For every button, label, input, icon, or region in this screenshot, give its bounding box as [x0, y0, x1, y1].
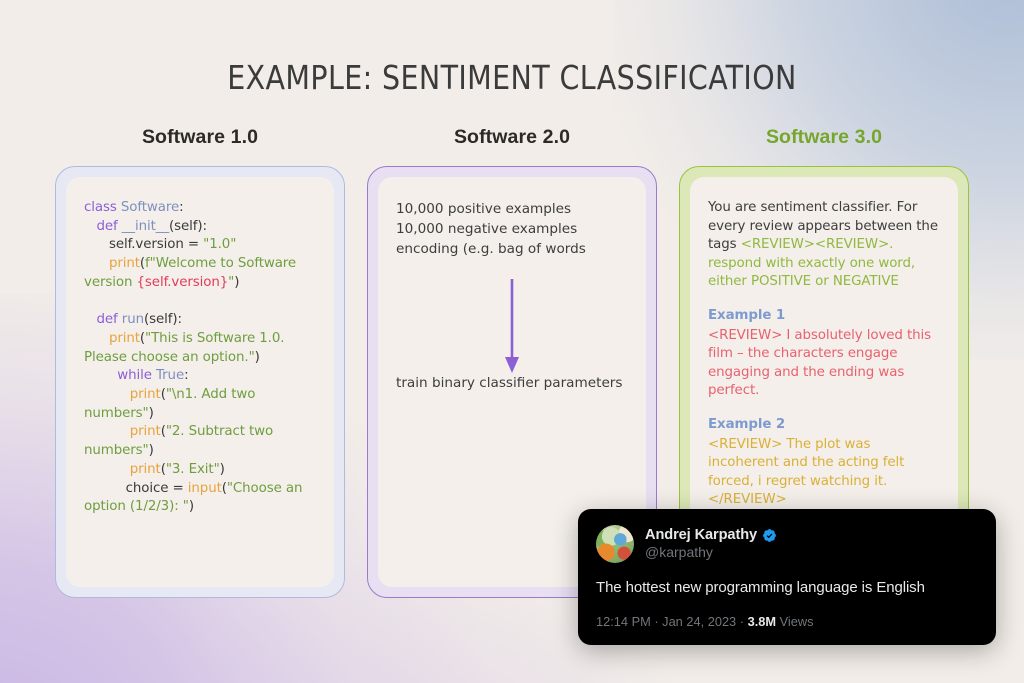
code-token: :: [179, 200, 184, 215]
code-token: ): [234, 274, 240, 290]
code-token: ): [188, 499, 194, 515]
tweet-metadata: 12:14 PM · Jan 24, 2023 · 3.8M Views: [596, 614, 978, 629]
tweet-handle[interactable]: @karpathy: [645, 544, 713, 560]
code-token: run: [121, 312, 144, 328]
code-token: Software: [120, 200, 180, 215]
column-heading-software-3: Software 3.0: [765, 126, 883, 148]
tweet-date: Jan 24, 2023: [662, 614, 737, 629]
tweet-meta-sep-1: ·: [654, 614, 659, 629]
code-token: print: [108, 256, 140, 272]
tweet-display-name[interactable]: Andrej Karpathy: [645, 527, 758, 543]
code-token: (: [160, 424, 166, 440]
code-line: def __init__(self):: [84, 218, 316, 237]
code-token: [84, 331, 109, 346]
code-line: choice = input("Choose an option (1/2/3)…: [84, 480, 316, 517]
down-arrow-icon: [500, 277, 524, 380]
code-token: [84, 424, 130, 439]
card-software-1-inner: class Software: def __init__(self): self…: [66, 177, 334, 587]
code-token: f"Welcome to Software version: [84, 256, 301, 290]
tweet-views-count: 3.8M: [747, 614, 777, 629]
code-token: class: [84, 200, 121, 215]
code-token: (: [139, 256, 146, 272]
slide-title: EXAMPLE: SENTIMENT CLASSIFICATION: [227, 58, 797, 97]
tweet-meta-sep-2: ·: [739, 614, 745, 629]
code-line: [84, 293, 316, 312]
code-token: (self):: [143, 312, 182, 328]
code-token: "2. Subtract two numbers": [84, 424, 278, 459]
training-step-label: train binary classifier parameters: [396, 375, 623, 391]
code-token: print: [129, 461, 161, 477]
code-token: [84, 462, 130, 477]
verified-badge-icon: [762, 528, 777, 543]
code-token: print: [108, 330, 140, 346]
code-token: :: [184, 368, 189, 384]
code-token: (self):: [168, 218, 207, 234]
code-token: [84, 256, 109, 271]
code-token: print: [129, 387, 161, 403]
prompt-segment: You are sentiment classifier. For every …: [708, 200, 938, 253]
dataset-description: 10,000 positive examples 10,000 negative…: [396, 201, 586, 257]
code-token: self.version =: [84, 237, 204, 253]
avatar[interactable]: [596, 525, 634, 563]
prompt-example-label: Example 2: [708, 416, 786, 432]
code-token: def: [96, 218, 122, 234]
code-token: ": [228, 274, 235, 290]
code-line: print(f"Welcome to Software version {sel…: [84, 255, 316, 292]
code-token: ): [148, 443, 154, 459]
code-token: (: [160, 461, 166, 477]
tweet-name-row: Andrej Karpathy: [645, 527, 777, 543]
prompt-example: Example 1 <REVIEW> I absolutely loved thi…: [708, 307, 940, 401]
code-token: [84, 312, 96, 327]
code-token: "This is Software 1.0. Please choose an …: [84, 330, 289, 365]
code-line: def run(self):: [84, 311, 316, 330]
code-token: (: [160, 387, 166, 403]
code-token: "Choose an option (1/2/3): ": [84, 480, 307, 515]
tweet-body-text: The hottest new programming language is …: [596, 579, 925, 596]
code-line: print("3. Exit"): [84, 461, 316, 480]
code-token: choice =: [84, 480, 188, 496]
code-token: [84, 368, 117, 383]
code-token: ): [148, 405, 154, 421]
code-token: print: [129, 424, 161, 440]
code-line: print("This is Software 1.0. Please choo…: [84, 330, 316, 367]
code-token: {self.version}: [136, 274, 229, 290]
code-token: ): [254, 349, 260, 365]
card-software-1: class Software: def __init__(self): self…: [55, 166, 345, 598]
prompt-system-message: You are sentiment classifier. For every …: [708, 199, 940, 292]
tweet-author: Andrej Karpathy @karpathy: [645, 527, 777, 561]
code-token: __init__: [121, 218, 169, 234]
tweet-header: Andrej Karpathy @karpathy: [596, 525, 978, 563]
code-line: while True:: [84, 367, 316, 386]
tweet-views-label: Views: [779, 614, 814, 629]
code-token: input: [187, 480, 222, 496]
tweet-time: 12:14 PM: [596, 614, 651, 629]
code-token: while: [117, 368, 157, 384]
code-token: def: [96, 312, 122, 328]
code-line: print("2. Subtract two numbers"): [84, 423, 316, 460]
code-line: print("\n1. Add two numbers"): [84, 386, 316, 423]
code-block: class Software: def __init__(self): self…: [84, 199, 316, 517]
code-token: (: [139, 330, 146, 346]
code-token: [84, 387, 130, 402]
column-heading-software-1: Software 1.0: [141, 126, 259, 148]
code-token: ): [219, 461, 225, 477]
prompt-segment: <REVIEW><REVIEW>. respond with exactly o…: [708, 237, 916, 290]
prompt-example-text: <REVIEW> I absolutely loved this film – …: [708, 327, 932, 399]
code-token: True: [156, 368, 185, 384]
code-token: "1.0": [203, 237, 237, 253]
column-heading-software-2: Software 2.0: [453, 126, 571, 148]
code-token: "3. Exit": [165, 461, 220, 477]
prompt-block: You are sentiment classifier. For every …: [708, 199, 940, 510]
code-token: (: [221, 480, 227, 496]
prompt-example-text: <REVIEW> The plot was incoherent and the…: [708, 436, 905, 508]
code-token: "\n1. Add two numbers": [84, 387, 260, 421]
prompt-example-label: Example 1: [708, 307, 786, 323]
tweet-card[interactable]: Andrej Karpathy @karpathy The hottest ne…: [578, 509, 996, 645]
prompt-example: Example 2 <REVIEW> The plot was incoheren…: [708, 416, 940, 510]
code-token: [84, 219, 96, 234]
code-line: class Software:: [84, 199, 316, 218]
code-line: self.version = "1.0": [84, 236, 316, 255]
